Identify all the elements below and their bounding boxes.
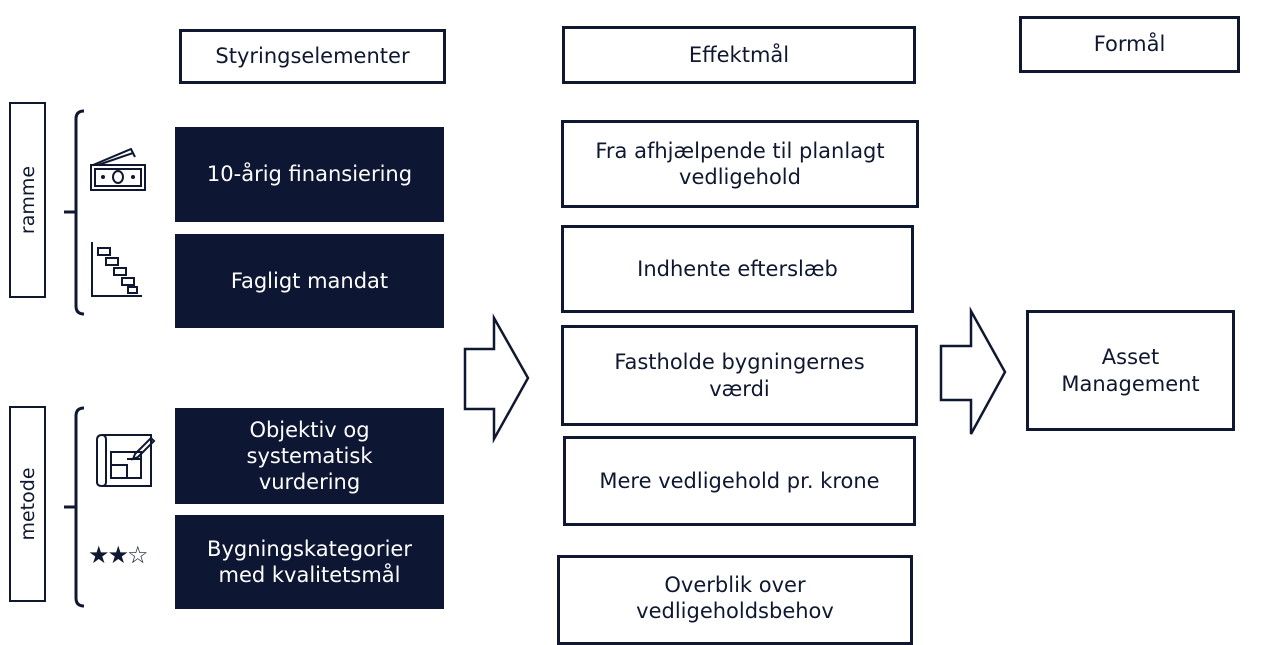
money-icon [86, 146, 148, 194]
element-vurdering: Objektiv og systematisk vurdering [175, 408, 444, 504]
effect-vaerdi: Fastholde bygningernes værdi [561, 325, 918, 426]
stars-icon: ★★☆ [88, 541, 149, 569]
element-mandat: Fagligt mandat [175, 234, 444, 328]
arrow-right-1 [463, 313, 530, 444]
effect-overblik: Overblik over vedligeholdsbehov [557, 555, 913, 645]
blueprint-icon [93, 432, 157, 490]
header-formal: Formål [1019, 16, 1240, 73]
arrow-right-2 [939, 306, 1007, 435]
gantt-chart-icon [88, 240, 144, 300]
bracket-metode [64, 406, 85, 608]
bracket-ramme [64, 109, 85, 316]
effect-planlagt: Fra afhjælpende til planlagt vedligehold [561, 120, 919, 208]
group-label-ramme: ramme [9, 102, 46, 298]
header-styringselementer: Styringselementer [179, 29, 446, 84]
element-kategorier: Bygningskategorier med kvalitetsmål [175, 515, 444, 609]
header-effektmal: Effektmål [562, 26, 916, 84]
purpose-asset-management: Asset Management [1026, 310, 1235, 431]
group-label-metode: metode [9, 406, 46, 602]
element-finansiering: 10-årig finansiering [175, 127, 444, 222]
effect-pr-krone: Mere vedligehold pr. krone [563, 436, 916, 526]
effect-efterslaeb: Indhente efterslæb [561, 225, 914, 313]
